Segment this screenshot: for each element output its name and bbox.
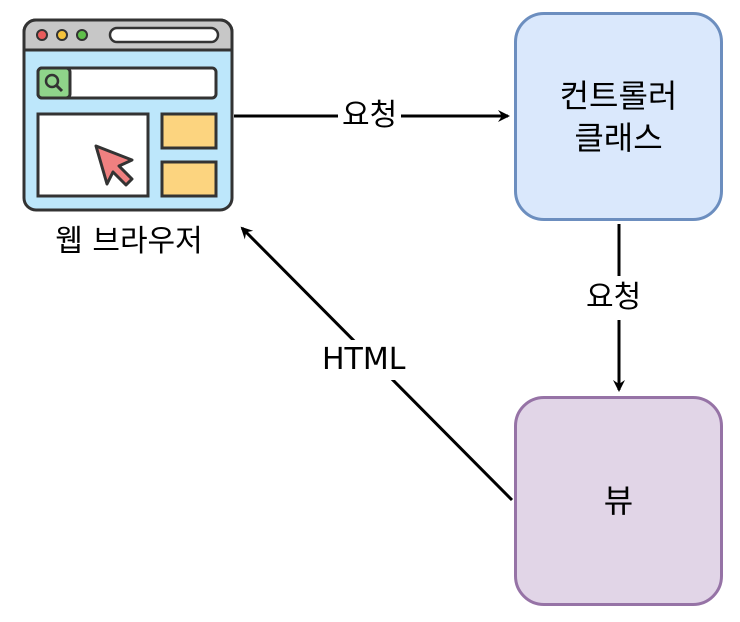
maximize-dot-icon — [76, 29, 88, 41]
controller-class-node: 컨트롤러 클래스 — [514, 12, 723, 221]
view-node: 뷰 — [514, 396, 723, 606]
close-dot-icon — [36, 29, 48, 41]
search-icon — [36, 66, 72, 100]
minimize-dot-icon — [56, 29, 68, 41]
cursor-icon — [94, 144, 134, 187]
edge-label-request-1: 요청 — [338, 98, 402, 134]
controller-label-line1: 컨트롤러 — [559, 76, 678, 115]
controller-label-line2: 클래스 — [574, 118, 663, 157]
edge-label-html: HTML — [320, 340, 408, 380]
edge-label-request-2: 요청 — [584, 276, 644, 320]
view-label: 뷰 — [603, 482, 634, 520]
browser-label: 웹 브라우저 — [55, 224, 203, 259]
browser-window-icon — [22, 18, 234, 212]
